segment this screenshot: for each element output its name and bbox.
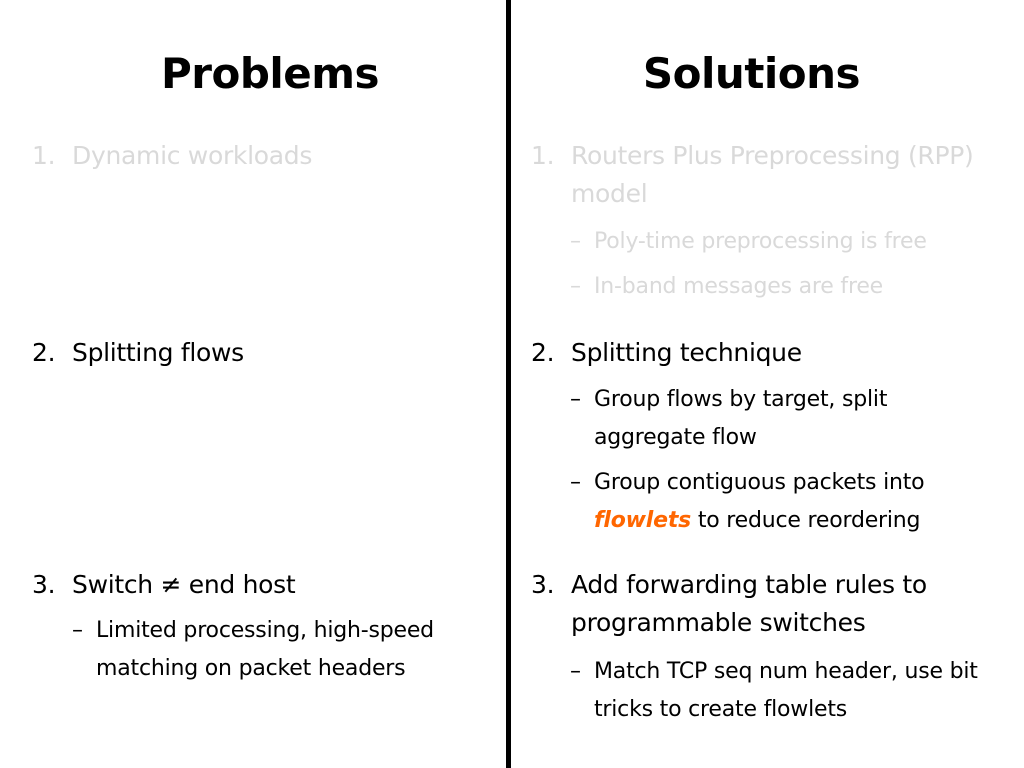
problems-column: Problems 1. Dynamic workloads 2. Splitti… — [0, 0, 500, 768]
problem-text: Switch ≠ end host — [72, 570, 296, 599]
solution-text: Add forwarding table rules to programmab… — [571, 570, 927, 637]
problem-item-2: 2. Splitting flows — [32, 334, 492, 372]
dash-bullet: – — [570, 274, 581, 299]
problems-heading: Problems — [160, 49, 380, 98]
subitem-text: Poly-time preprocessing is free — [594, 229, 927, 254]
dash-bullet: – — [570, 229, 581, 254]
solution-item-3: 3. Add forwarding table rules to program… — [531, 566, 1001, 642]
dash-bullet: – — [570, 659, 581, 684]
dash-bullet: – — [570, 470, 581, 495]
dash-bullet: – — [72, 618, 83, 643]
flowlets-highlight: flowlets — [594, 508, 692, 533]
solution-item-2: 2. Splitting technique — [531, 334, 1001, 372]
solution-number: 3. — [531, 570, 555, 599]
problem-text: Dynamic workloads — [72, 141, 313, 170]
solution-text: Splitting technique — [571, 338, 802, 367]
solution-item-1: 1. Routers Plus Preprocessing (RPP) mode… — [531, 137, 1001, 213]
solution-subitem: – Match TCP seq num header, use bit tric… — [570, 653, 1000, 729]
subitem-text: Group flows by target, split aggregate f… — [594, 387, 888, 450]
column-divider — [506, 0, 511, 768]
solution-text: Routers Plus Preprocessing (RPP) model — [571, 141, 974, 208]
problem-item-3: 3. Switch ≠ end host — [32, 566, 492, 604]
solution-subitem: – In-band messages are free — [570, 268, 1020, 306]
solutions-heading: Solutions — [642, 49, 861, 98]
subitem-text: In-band messages are free — [594, 274, 883, 299]
subitem-text: Limited processing, high-speed matching … — [96, 618, 434, 681]
solution-subitem: – Group contiguous packets into flowlets … — [570, 464, 1000, 540]
problem-item-1: 1. Dynamic workloads — [32, 137, 492, 175]
solution-subitem: – Poly-time preprocessing is free — [570, 223, 1020, 261]
subitem-text: Group contiguous packets into flowlets to… — [594, 464, 1000, 540]
solution-number: 2. — [531, 338, 555, 367]
subitem-text-after: to reduce reordering — [691, 508, 921, 533]
subitem-text-before: Group contiguous packets into — [594, 470, 925, 495]
solution-number: 1. — [531, 141, 555, 170]
problem-number: 3. — [32, 570, 56, 599]
problem-subitem: – Limited processing, high-speed matchin… — [72, 612, 492, 688]
problem-text: Splitting flows — [72, 338, 244, 367]
solutions-column: Solutions 1. Routers Plus Preprocessing … — [515, 0, 1024, 768]
problem-number: 1. — [32, 141, 56, 170]
solution-subitem: – Group flows by target, split aggregate… — [570, 381, 1000, 457]
problem-number: 2. — [32, 338, 56, 367]
subitem-text: Match TCP seq num header, use bit tricks… — [594, 659, 978, 722]
dash-bullet: – — [570, 387, 581, 412]
